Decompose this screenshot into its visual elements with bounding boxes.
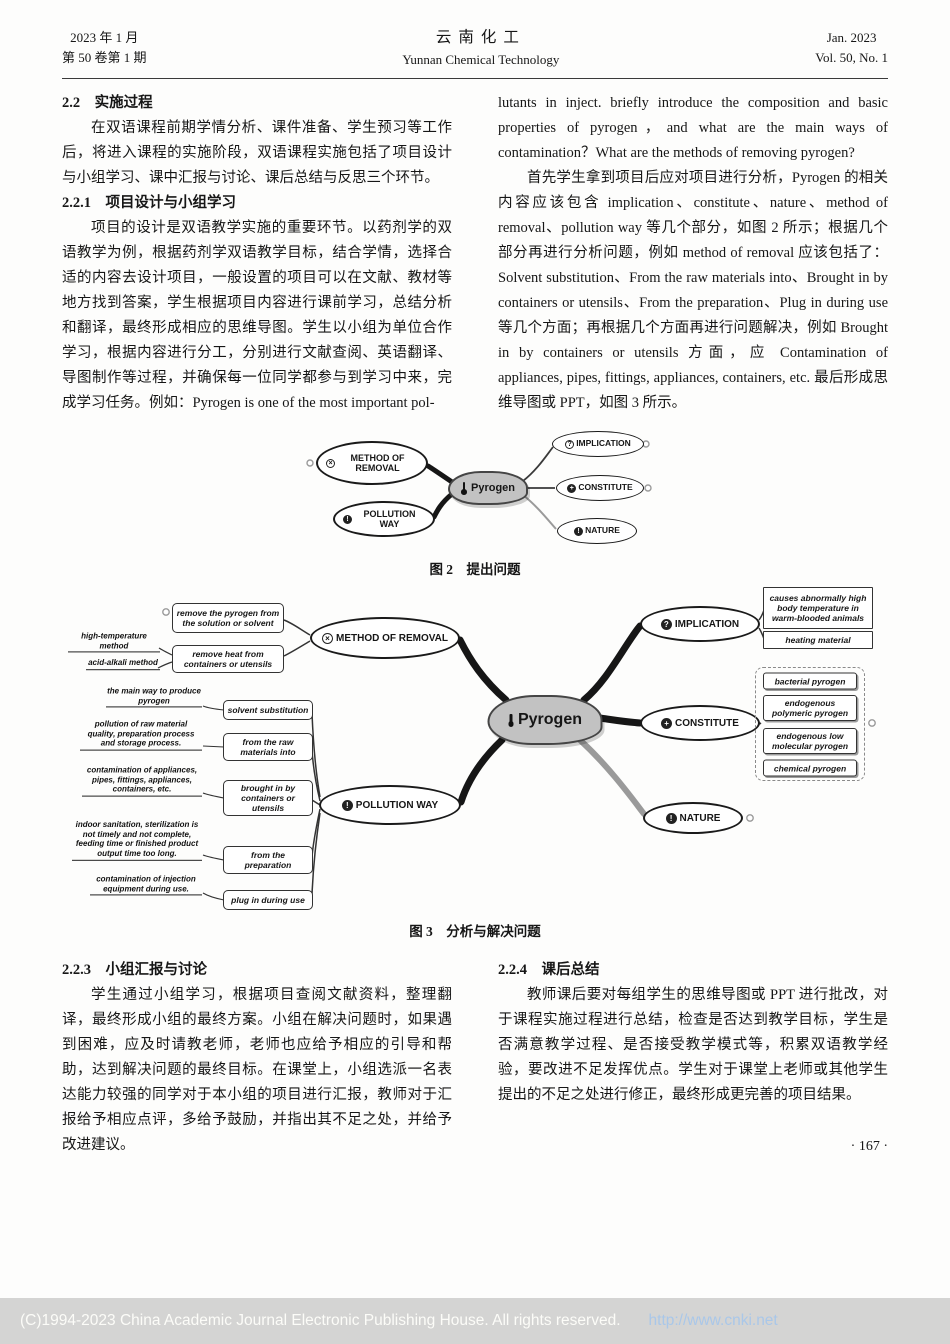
fig3-constitute-group <box>755 667 865 782</box>
fig2-implication-label: IMPLICATION <box>576 438 631 449</box>
section-2-2-4-title: 2.2.4 课后总结 <box>498 962 600 979</box>
left-column-bottom: 2.2.3 小组汇报与讨论 学生通过小组学习，根据项目查阅文献资料，整理翻译，最… <box>62 958 452 1159</box>
fig3-node-method-of-removal: × METHOD OF REMOVAL <box>310 617 460 660</box>
cnki-footer: (C)1994-2023 China Academic Journal Elec… <box>0 1298 950 1344</box>
fig3-constitute-child-box: endogenous polymeric pyrogen <box>763 695 857 722</box>
fig3-pollution-note: the main way to produce pyrogen <box>106 687 202 708</box>
fig3-center-node: Pyrogen <box>487 695 603 746</box>
figure-3-caption: 图 3 分析与解决问题 <box>409 924 541 940</box>
fig2-node-pollution-way: ! POLLUTION WAY <box>333 501 435 538</box>
header-left: 2023 年 1 月 第 50 卷第 1 期 <box>62 28 147 68</box>
section-2-2-paragraph: 在双语课程前期学情分析、课件准备、学生预习等工作后，将进入课程的实施阶段，双语课… <box>62 120 452 187</box>
header-date-en: Jan. 2023 <box>826 29 877 45</box>
fig3-pollution-child-box: plug in during use <box>223 890 313 911</box>
fig3-method-leaf: acid-alkali method <box>86 658 160 670</box>
fig3-pollution-note: contamination of appliances, pipes, fitt… <box>82 766 202 797</box>
page-header: 2023 年 1 月 第 50 卷第 1 期 云南化工 Yunnan Chemi… <box>0 0 950 76</box>
body-bottom-columns: 2.2.3 小组汇报与讨论 学生通过小组学习，根据项目查阅文献资料，整理翻译，最… <box>0 940 950 1159</box>
section-2-2-4-paragraph: 教师课后要对每组学生的思维导图或 PPT 进行批改，对于课程实施过程进行总结，检… <box>498 987 888 1104</box>
fig3-pollution-child-box: from the raw materials into <box>223 733 313 762</box>
fig2-constitute-label: CONSTITUTE <box>578 482 633 493</box>
fig3-node-nature: ! NATURE <box>643 802 743 835</box>
section-2-2-title: 2.2 实施过程 <box>62 95 153 112</box>
fig3-constitute-child-box: endogenous low molecular pyrogen <box>763 728 857 755</box>
journal-title-en: Yunnan Chemical Technology <box>402 52 560 68</box>
footer-url-link[interactable]: http://www.cnki.net <box>648 1312 778 1329</box>
fig3-pollution-note: pollution of raw material quality, prepa… <box>80 720 202 751</box>
footer-copyright: (C)1994-2023 China Academic Journal Elec… <box>20 1312 621 1329</box>
fig3-pollution-child-box: from the preparation <box>223 846 313 875</box>
fig2-node-method-of-removal: × METHOD OF REMOVAL <box>316 441 428 486</box>
fig3-implication-child-box: heating material <box>763 631 873 650</box>
implication-icon: ? <box>660 618 672 630</box>
fig2-node-implication: ? IMPLICATION <box>552 431 644 458</box>
implication-icon: ? <box>565 439 575 449</box>
fig3-pollution-note: indoor sanitation, sterilization is not … <box>72 820 202 861</box>
fig3-method-child-box: remove heat from containers or utensils <box>172 645 284 674</box>
figure-2: × METHOD OF REMOVAL ! POLLUTION WAY Pyro… <box>62 426 888 578</box>
journal-title-cn: 云南化工 <box>435 29 526 46</box>
header-issue-cn: 第 50 卷第 1 期 <box>62 50 147 66</box>
section-2-2-3-title: 2.2.3 小组汇报与讨论 <box>62 962 207 979</box>
fig3-constitute-child-box: chemical pyrogen <box>763 759 857 777</box>
fig2-center-node: Pyrogen <box>448 471 528 506</box>
header-date-cn: 2023 年 1 月 <box>70 29 139 45</box>
header-issue-en: Vol. 50, No. 1 <box>815 50 888 66</box>
fig3-method-of-removal-label: METHOD OF REMOVAL <box>335 632 449 644</box>
pyrogen-icon <box>508 713 514 727</box>
continuation-paragraph: lutants in inject. briefly introduce the… <box>498 95 888 162</box>
nature-icon: ! <box>574 526 584 536</box>
fig3-node-constitute: + CONSTITUTE <box>640 705 760 742</box>
header-right: Jan. 2023 Vol. 50, No. 1 <box>815 28 888 68</box>
fig2-node-constitute: + CONSTITUTE <box>556 475 644 502</box>
fig3-method-leaf: high-temperature method <box>68 632 160 653</box>
fig3-node-implication: ? IMPLICATION <box>640 606 760 643</box>
fig3-constitute-label: CONSTITUTE <box>675 717 739 729</box>
right-column-bottom: 2.2.4 课后总结 教师课后要对每组学生的思维导图或 PPT 进行批改，对于课… <box>498 958 888 1159</box>
fig2-method-of-removal-label: METHOD OF REMOVAL <box>350 453 405 474</box>
fig3-pollution-note: contamination of injection equipment dur… <box>90 875 202 896</box>
constitute-icon: + <box>567 483 577 493</box>
page-number: · 167 · <box>850 1139 888 1155</box>
method-of-removal-icon: × <box>321 632 333 644</box>
fig3-nature-label: NATURE <box>679 812 721 824</box>
method-of-removal-icon: × <box>326 458 335 468</box>
header-divider <box>62 78 888 80</box>
nature-icon: ! <box>665 812 677 824</box>
fig3-pollution-way-label: POLLUTION WAY <box>355 799 439 811</box>
fig3-center-label: Pyrogen <box>517 711 582 729</box>
fig3-pollution-child-box: brought in by containers or utensils <box>223 780 313 817</box>
fig3-pollution-child-box: solvent substitution <box>223 700 313 721</box>
pollution-way-icon: ! <box>343 514 352 524</box>
fig3-constitute-child-box: bacterial pyrogen <box>763 672 857 690</box>
fig3-implication-label: IMPLICATION <box>674 618 740 630</box>
body-top-columns: 2.2 实施过程 在双语课程前期学情分析、课件准备、学生预习等工作后，将进入课程… <box>0 79 950 416</box>
header-center: 云南化工 Yunnan Chemical Technology <box>402 26 559 70</box>
fig2-nature-label: NATURE <box>585 525 620 536</box>
figure-2-caption: 图 2 提出问题 <box>429 562 521 578</box>
fig3-method-child-box: remove the pyrogen from the solution or … <box>172 603 284 634</box>
pyrogen-icon <box>461 481 467 495</box>
left-column-top: 2.2 实施过程 在双语课程前期学情分析、课件准备、学生预习等工作后，将进入课程… <box>62 91 452 416</box>
fig3-implication-child-box: causes abnormally high body temperature … <box>763 587 873 630</box>
section-2-2-1-title: 2.2.1 项目设计与小组学习 <box>62 195 236 212</box>
fig2-pollution-way-label: POLLUTION WAY <box>363 509 416 530</box>
figure-3: × METHOD OF REMOVAL remove the pyrogen f… <box>62 587 888 940</box>
fig2-node-nature: ! NATURE <box>557 518 637 545</box>
fig3-node-pollution-way: ! POLLUTION WAY <box>319 785 461 826</box>
pollution-way-icon: ! <box>341 799 353 811</box>
figure-3-connectors <box>157 608 876 901</box>
constitute-icon: + <box>661 717 673 729</box>
section-2-2-1-paragraph: 项目的设计是双语教学实施的重要环节。以药剂学的双语教学为例，根据药剂学双语教学目… <box>62 220 452 412</box>
analysis-paragraph: 首先学生拿到项目后应对项目进行分析，Pyrogen 的相关内容应该包含 impl… <box>498 170 888 412</box>
fig2-center-label: Pyrogen <box>470 482 515 495</box>
figure-2-connectors <box>306 440 652 530</box>
right-column-top: lutants in inject. briefly introduce the… <box>498 91 888 416</box>
section-2-2-3-paragraph: 学生通过小组学习，根据项目查阅文献资料，整理翻译，最终形成小组的最终方案。小组在… <box>62 987 452 1154</box>
